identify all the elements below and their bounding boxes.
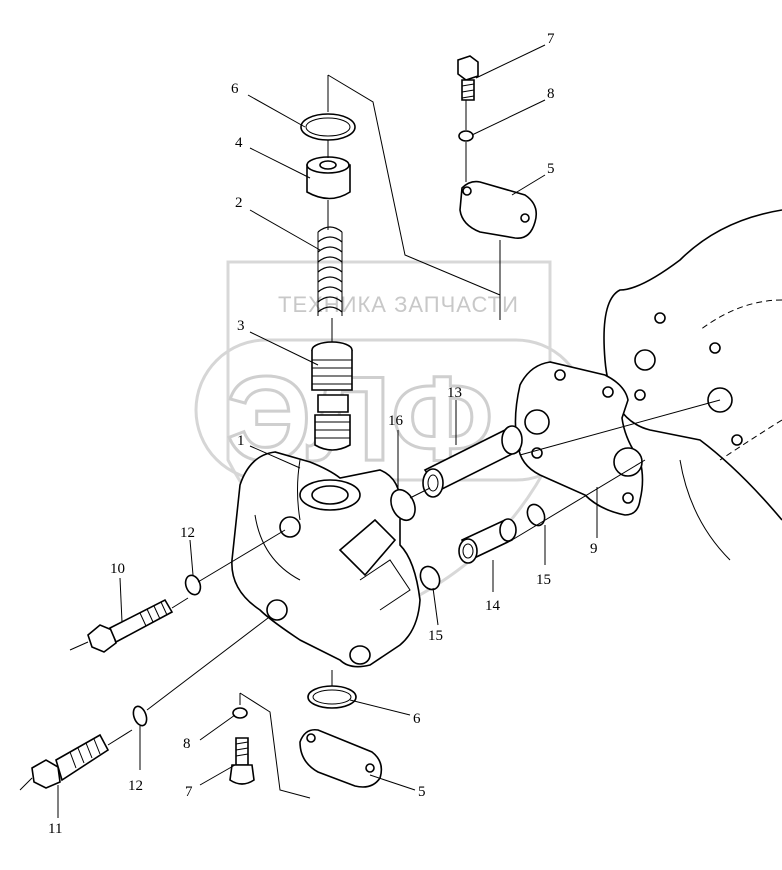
callout-14: 14 bbox=[485, 598, 501, 614]
callout-9: 9 bbox=[590, 541, 598, 557]
callout-2: 2 bbox=[235, 195, 243, 211]
sleeve bbox=[306, 156, 351, 200]
callout-13: 13 bbox=[447, 385, 462, 401]
bolt-10 bbox=[87, 598, 174, 653]
callout-8-bottom: 8 bbox=[183, 736, 191, 752]
callout-5-bottom: 5 bbox=[418, 784, 426, 800]
callout-6-bottom: 6 bbox=[413, 711, 421, 727]
bottom-lock-washer bbox=[232, 707, 248, 719]
callout-labels: 7 8 5 6 4 2 3 1 16 13 9 15 14 15 12 10 6… bbox=[48, 31, 598, 837]
callout-12-bottom: 12 bbox=[128, 778, 143, 794]
callout-3: 3 bbox=[237, 318, 245, 334]
pipe-13 bbox=[422, 425, 523, 498]
transmission-housing bbox=[603, 209, 782, 561]
top-lock-washer bbox=[458, 130, 474, 142]
callout-10: 10 bbox=[110, 561, 125, 577]
top-bolt bbox=[457, 55, 479, 101]
bottom-cover-plate bbox=[299, 728, 383, 788]
top-cover-plate bbox=[459, 180, 538, 239]
callout-1: 1 bbox=[237, 433, 245, 449]
o-ring-16 bbox=[390, 488, 416, 522]
callout-7-bottom: 7 bbox=[185, 784, 193, 800]
bottom-bolt bbox=[229, 737, 255, 785]
washer-12-top bbox=[184, 574, 202, 596]
bottom-o-ring bbox=[307, 685, 357, 709]
pipe-14 bbox=[458, 518, 517, 564]
o-ring-15-mid bbox=[419, 565, 441, 591]
callout-11: 11 bbox=[48, 821, 62, 837]
callout-6-top: 6 bbox=[231, 81, 239, 97]
top-o-ring bbox=[300, 113, 356, 141]
plunger bbox=[311, 341, 353, 451]
watermark-text: ТЕХНИКА ЗАПЧАСТИ bbox=[278, 292, 519, 317]
valve-body bbox=[231, 451, 421, 668]
callout-15-right: 15 bbox=[536, 572, 551, 588]
callout-12-top: 12 bbox=[180, 525, 195, 541]
callout-16: 16 bbox=[388, 413, 404, 429]
callout-8-top: 8 bbox=[547, 86, 555, 102]
bolt-11 bbox=[31, 733, 110, 789]
o-ring-15-right bbox=[526, 503, 546, 527]
callout-5-top: 5 bbox=[547, 161, 555, 177]
leader-lines bbox=[19, 44, 721, 818]
callout-15-mid: 15 bbox=[428, 628, 443, 644]
spring bbox=[317, 226, 343, 316]
callout-4: 4 bbox=[235, 135, 243, 151]
callout-7-top: 7 bbox=[547, 31, 555, 47]
washer-12-bottom bbox=[132, 705, 148, 727]
